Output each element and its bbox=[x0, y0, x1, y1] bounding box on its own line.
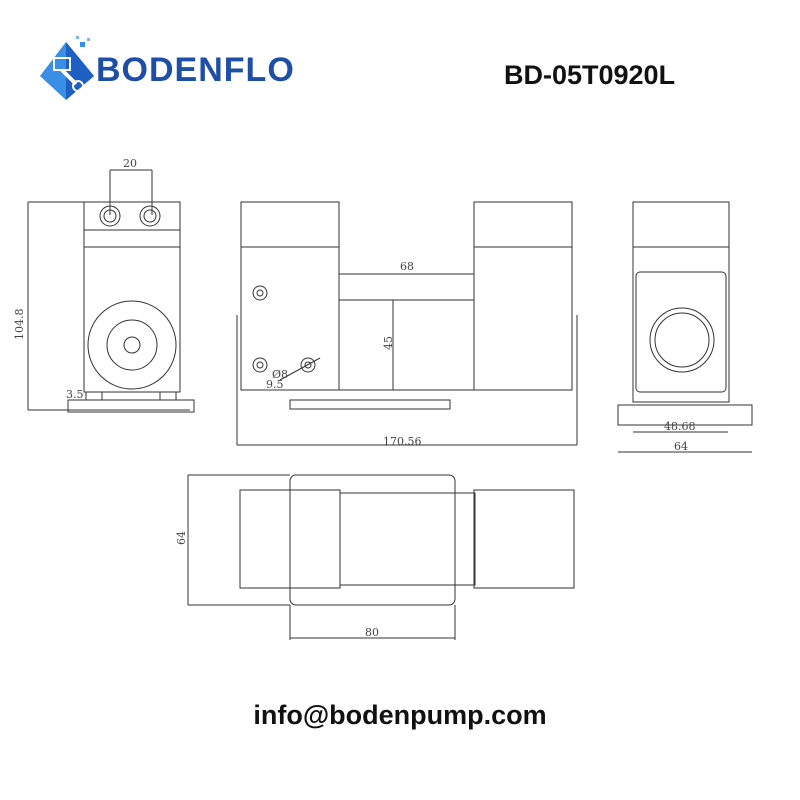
dim-base-offset: 3.5 bbox=[66, 388, 84, 401]
dim-base-width: 64 bbox=[674, 440, 688, 453]
model-number: BD-05T0920L bbox=[504, 60, 676, 90]
dim-motor-height: 45 bbox=[382, 336, 395, 350]
dim-base-depth: 64 bbox=[175, 531, 188, 545]
end-view: 48.68 64 bbox=[617, 201, 753, 453]
side-view: 68 45 Ø8 9.5 170.56 bbox=[236, 201, 578, 448]
pump-cube-icon bbox=[40, 36, 94, 100]
dim-inner-width: 48.68 bbox=[664, 420, 696, 433]
dim-total-length: 170.56 bbox=[383, 435, 422, 448]
dim-motor-length: 68 bbox=[400, 260, 414, 273]
brand-logo: BODENFLO bbox=[36, 36, 316, 106]
front-view: 20 104.8 3.5 bbox=[13, 157, 195, 413]
contact-email[interactable]: info@bodenpump.com bbox=[253, 700, 547, 730]
dim-base-length: 80 bbox=[365, 626, 379, 639]
dim-hole-diameter: Ø8 bbox=[272, 368, 288, 381]
dim-offset: 9.5 bbox=[266, 378, 284, 391]
brand-name: BODENFLO bbox=[96, 51, 295, 89]
dim-height: 104.8 bbox=[13, 309, 26, 341]
top-view: 64 80 bbox=[175, 474, 575, 640]
dim-port-spacing: 20 bbox=[123, 157, 137, 170]
